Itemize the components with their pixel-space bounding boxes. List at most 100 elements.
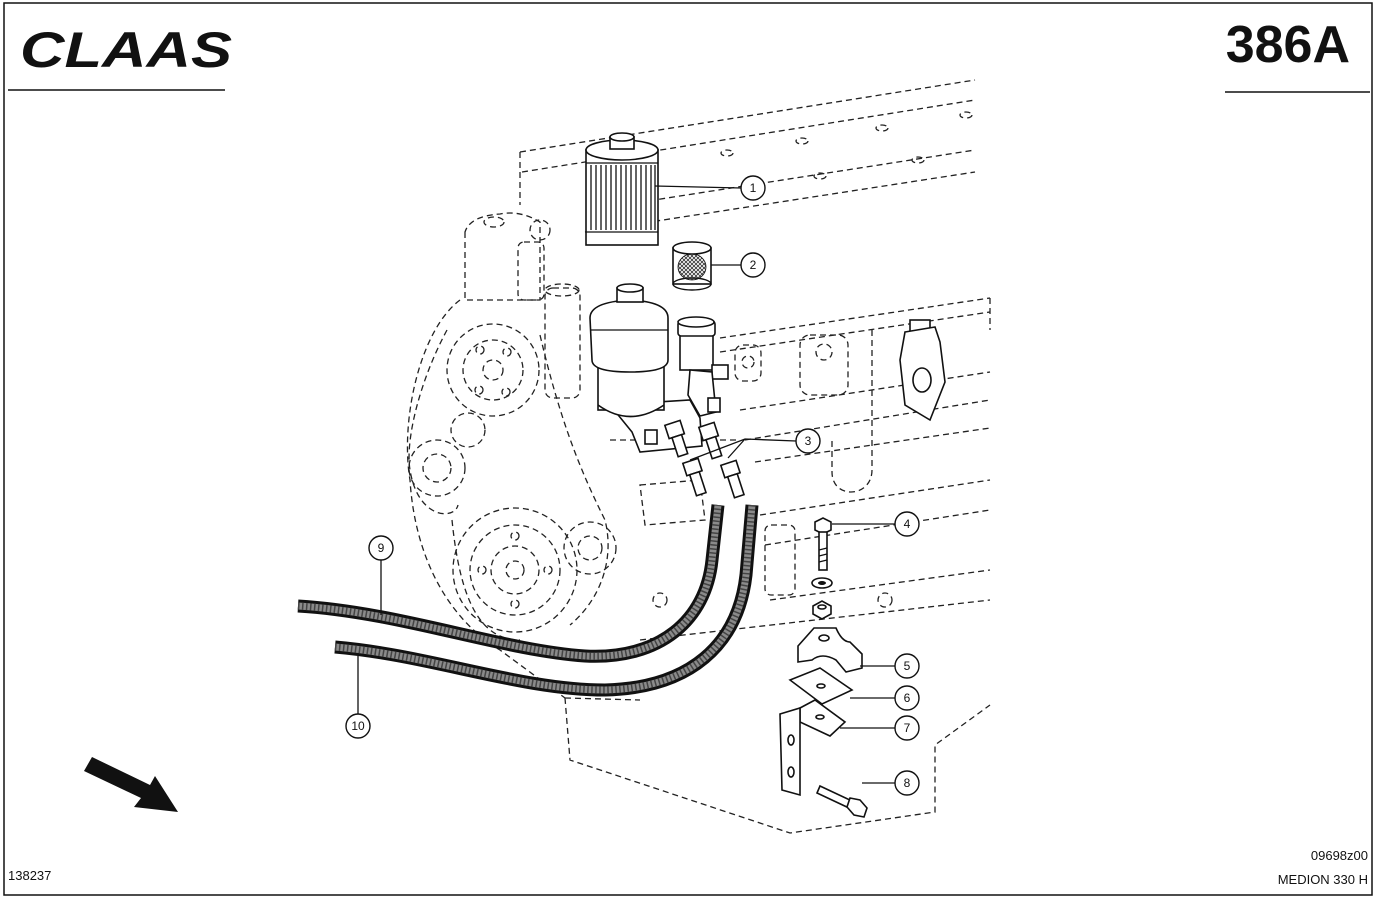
housing-mount-bolt: [644, 429, 658, 445]
callout-circle: [795, 428, 821, 454]
bolt-4-thread: [818, 547, 828, 551]
callout-number: 9: [378, 541, 385, 555]
callout-10[interactable]: 10: [345, 713, 371, 739]
starter-outline: [639, 479, 706, 526]
clamp-5: [797, 627, 863, 673]
mounting-hardware: [779, 517, 868, 818]
hose-10-outer: [334, 504, 759, 697]
callout-number: 10: [351, 719, 365, 733]
callout-7[interactable]: 7: [894, 715, 920, 741]
intake-runner: [799, 334, 849, 396]
hose-fittings: [663, 419, 746, 499]
page-frame: [3, 2, 1373, 896]
nut-body: [812, 600, 832, 620]
bolt-8: [815, 784, 868, 818]
bracket-7-upright: [779, 706, 801, 797]
engine-block-line: [764, 509, 991, 546]
fuel-return-pipe: [831, 330, 873, 493]
filter-housing: [589, 283, 729, 453]
crank-damper-center: [505, 560, 525, 580]
callout-8[interactable]: 8: [894, 770, 920, 796]
callout-9[interactable]: 9: [368, 535, 394, 561]
intake-runner: [734, 344, 762, 382]
callout-3[interactable]: 3: [795, 428, 821, 454]
bracket-7-hole: [787, 766, 795, 778]
callout-1[interactable]: 1: [740, 175, 766, 201]
damper-hole: [477, 565, 487, 575]
hose-9-outer: [297, 504, 725, 663]
engine-top-edge: [519, 79, 976, 153]
nut-hole: [817, 604, 827, 610]
callout-circle: [894, 653, 920, 679]
callout-number: 7: [904, 721, 911, 735]
cover-bolt: [911, 156, 925, 164]
callout-number: 5: [904, 659, 911, 673]
upper-pulley: [446, 323, 540, 417]
injection-pump: [464, 212, 541, 301]
callout-5[interactable]: 5: [894, 653, 920, 679]
strainer-mesh: [677, 253, 707, 281]
callout-number: 3: [805, 434, 812, 448]
engine-block-line: [759, 479, 991, 516]
crank-damper-hub: [490, 545, 540, 595]
drive-belt: [408, 329, 459, 515]
washer: [811, 577, 833, 589]
water-separator-cap-top: [677, 316, 715, 328]
hose-barb-left: [681, 457, 708, 497]
callout-2[interactable]: 2: [740, 252, 766, 278]
engine-gasket-line: [719, 311, 991, 353]
bolt-4-thread: [818, 559, 828, 563]
housing-cap: [589, 299, 669, 373]
upper-pulley-hub: [482, 359, 504, 381]
cover-bolt: [875, 124, 889, 132]
callout-4[interactable]: 4: [894, 511, 920, 537]
alternator-pulley: [408, 439, 466, 497]
upper-pulley-inner: [462, 339, 524, 401]
drive-belt: [451, 519, 521, 641]
hose-barb-right: [719, 459, 746, 499]
pulley-bolt: [501, 387, 511, 397]
drawing-number: 09698z00: [1311, 848, 1368, 863]
filter-element: [585, 132, 659, 246]
bolt-4-head: [814, 517, 832, 535]
cover-bolt: [795, 137, 809, 145]
damper-hole: [543, 565, 553, 575]
filter-element-body: [585, 149, 659, 246]
drive-belt: [539, 334, 609, 626]
callout-6[interactable]: 6: [894, 685, 920, 711]
page-number: 386A: [1226, 16, 1350, 74]
callout-number: 6: [904, 691, 911, 705]
bolt-4-thread: [818, 553, 828, 557]
housing-cap-nut-top: [616, 283, 644, 293]
side-port: [711, 364, 729, 380]
washer-hole: [818, 581, 826, 585]
strainer: [672, 241, 712, 291]
bolt-4-shaft: [818, 531, 828, 571]
damper-hole: [510, 599, 520, 609]
bolt-8-head: [846, 797, 868, 818]
leader-lines: [357, 185, 895, 784]
runner-port: [741, 355, 755, 369]
filter-pleats: [590, 165, 656, 230]
fitting-right: [697, 421, 723, 460]
callout-circle: [740, 252, 766, 278]
hose-10: [334, 504, 759, 697]
pulley-bolt: [475, 345, 485, 355]
leader-1: [654, 185, 742, 189]
fitting-stem: [705, 435, 723, 460]
oil-filler-tube: [544, 287, 581, 399]
water-separator-body: [679, 334, 714, 371]
bracket-7: [779, 699, 847, 797]
engine-cover-edge: [521, 99, 976, 173]
housing-mount-bolt: [707, 397, 721, 413]
water-pump-hub: [577, 535, 603, 561]
engine-block-line: [769, 569, 991, 601]
callout-circle: [894, 770, 920, 796]
bolt-4: [814, 517, 832, 571]
leader-3: [689, 438, 797, 461]
fuel-hoses: [297, 504, 759, 697]
callout-circle: [345, 713, 371, 739]
bolt-8-shaft: [815, 784, 854, 810]
feed-pump: [899, 319, 946, 422]
